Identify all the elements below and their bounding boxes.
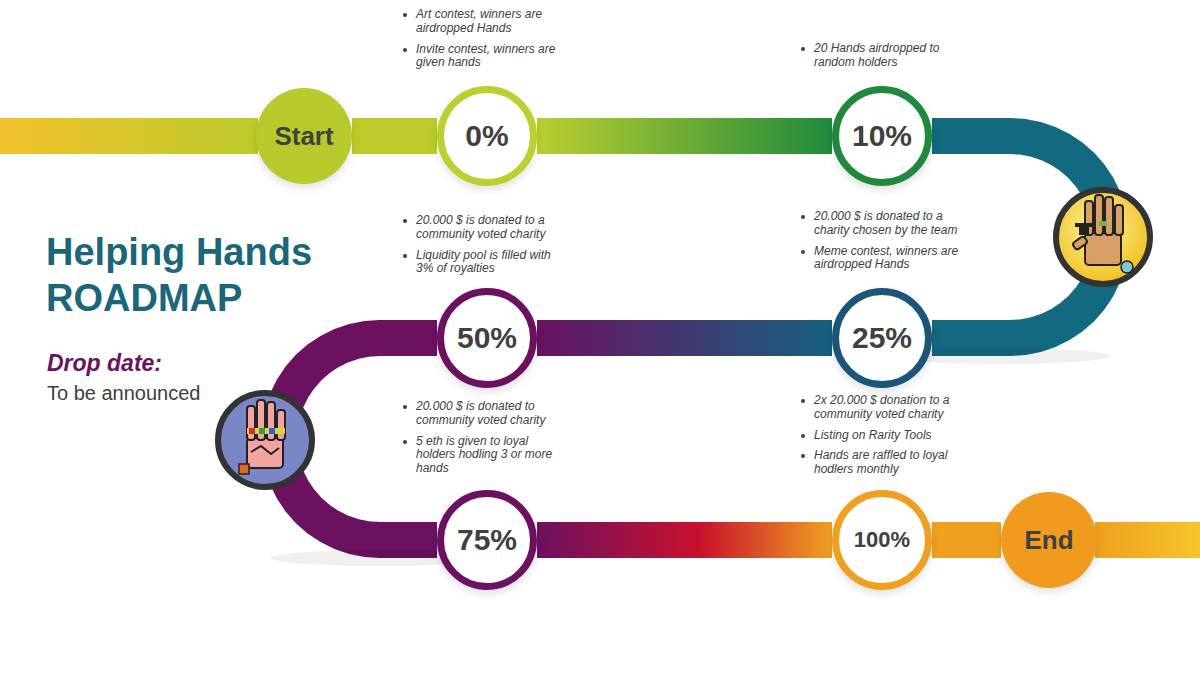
bullet-dot xyxy=(403,405,407,409)
milestone-label: 75% xyxy=(457,523,517,557)
road-segment xyxy=(537,320,832,356)
milestone-circle: 50% xyxy=(437,288,537,388)
milestone-circle: 0% xyxy=(437,86,537,186)
bullet-dot xyxy=(403,440,407,444)
bullet-dot xyxy=(801,47,805,51)
bullet-dot xyxy=(403,219,407,223)
road-segment xyxy=(537,522,832,558)
roadmap-note: 2x 20.000 $ donation to a community vote… xyxy=(798,394,966,422)
roadmap-note: Meme contest, winners are airdropped Han… xyxy=(798,245,966,273)
note-text: Invite contest, winners are given hands xyxy=(416,42,555,70)
milestone-circle: End xyxy=(1001,492,1097,588)
roadmap-note: 5 eth is given to loyal holders hodling … xyxy=(400,435,568,476)
milestone-label: Start xyxy=(274,121,333,152)
milestone-label: 50% xyxy=(457,321,517,355)
note-group: 20.000 $ is donated to community voted c… xyxy=(400,400,568,476)
bullet-dot xyxy=(801,434,805,438)
milestone-label: 10% xyxy=(852,119,912,153)
road-lead-out xyxy=(1095,522,1200,558)
note-text: 20 Hands airdropped to random holders xyxy=(814,41,939,69)
roadmap-note: Invite contest, winners are given hands xyxy=(400,43,568,71)
milestone-circle: Start xyxy=(256,88,352,184)
roadmap-note: 20.000 $ is donated to a charity chosen … xyxy=(798,210,966,238)
note-text: 20.000 $ is donated to community voted c… xyxy=(416,399,545,427)
note-text: Listing on Rarity Tools xyxy=(814,428,932,442)
roadmap-note: 20.000 $ is donated to a community voted… xyxy=(400,214,568,242)
road-lead-in xyxy=(0,118,258,154)
milestone-label: End xyxy=(1024,525,1073,556)
note-group: 2x 20.000 $ donation to a community vote… xyxy=(798,394,966,477)
milestone-label: 25% xyxy=(852,321,912,355)
bullet-dot xyxy=(801,250,805,254)
milestone-circle: 25% xyxy=(832,288,932,388)
note-text: 5 eth is given to loyal holders hodling … xyxy=(416,434,552,476)
note-group: 20 Hands airdropped to random holders xyxy=(798,42,966,70)
roadmap-note: Art contest, winners are airdropped Hand… xyxy=(400,8,568,36)
milestone-label: 100% xyxy=(854,527,910,553)
milestone-circle: 10% xyxy=(832,86,932,186)
note-text: Art contest, winners are airdropped Hand… xyxy=(416,7,542,35)
milestone-circle: 100% xyxy=(832,490,932,590)
note-text: Meme contest, winners are airdropped Han… xyxy=(814,244,958,272)
drop-date-heading: Drop date: xyxy=(47,350,162,377)
hand-icon xyxy=(1056,190,1150,284)
milestone-label: 0% xyxy=(465,119,508,153)
bullet-dot xyxy=(403,48,407,52)
roadmap-note: 20.000 $ is donated to community voted c… xyxy=(400,400,568,428)
bullet-dot xyxy=(801,399,805,403)
roadmap-note: Listing on Rarity Tools xyxy=(798,429,966,443)
bullet-dot xyxy=(403,13,407,17)
roadmap-note: 20 Hands airdropped to random holders xyxy=(798,42,966,70)
bullet-dot xyxy=(801,454,805,458)
drop-date-value: To be announced xyxy=(47,382,200,405)
diagram-title: Helping Hands ROADMAP xyxy=(46,230,356,321)
note-group: 20.000 $ is donated to a community voted… xyxy=(400,214,568,276)
road-segment xyxy=(352,118,437,154)
bullet-dot xyxy=(403,254,407,258)
roadmap-note: Hands are raffled to loyal hodlers month… xyxy=(798,449,966,477)
note-text: Liquidity pool is filled with 3% of roya… xyxy=(416,248,551,276)
note-group: Art contest, winners are airdropped Hand… xyxy=(400,8,568,70)
road-segment xyxy=(537,118,832,154)
hand-icon xyxy=(218,393,312,487)
note-text: 20.000 $ is donated to a community voted… xyxy=(416,213,545,241)
roadmap-note: Liquidity pool is filled with 3% of roya… xyxy=(400,249,568,277)
bullet-dot xyxy=(801,215,805,219)
note-text: 20.000 $ is donated to a charity chosen … xyxy=(814,209,957,237)
milestone-circle: 75% xyxy=(437,490,537,590)
note-text: Hands are raffled to loyal hodlers month… xyxy=(814,448,947,476)
road-segment xyxy=(932,136,1111,338)
road-segment xyxy=(932,522,1001,558)
note-text: 2x 20.000 $ donation to a community vote… xyxy=(814,393,949,421)
note-group: 20.000 $ is donated to a charity chosen … xyxy=(798,210,966,272)
